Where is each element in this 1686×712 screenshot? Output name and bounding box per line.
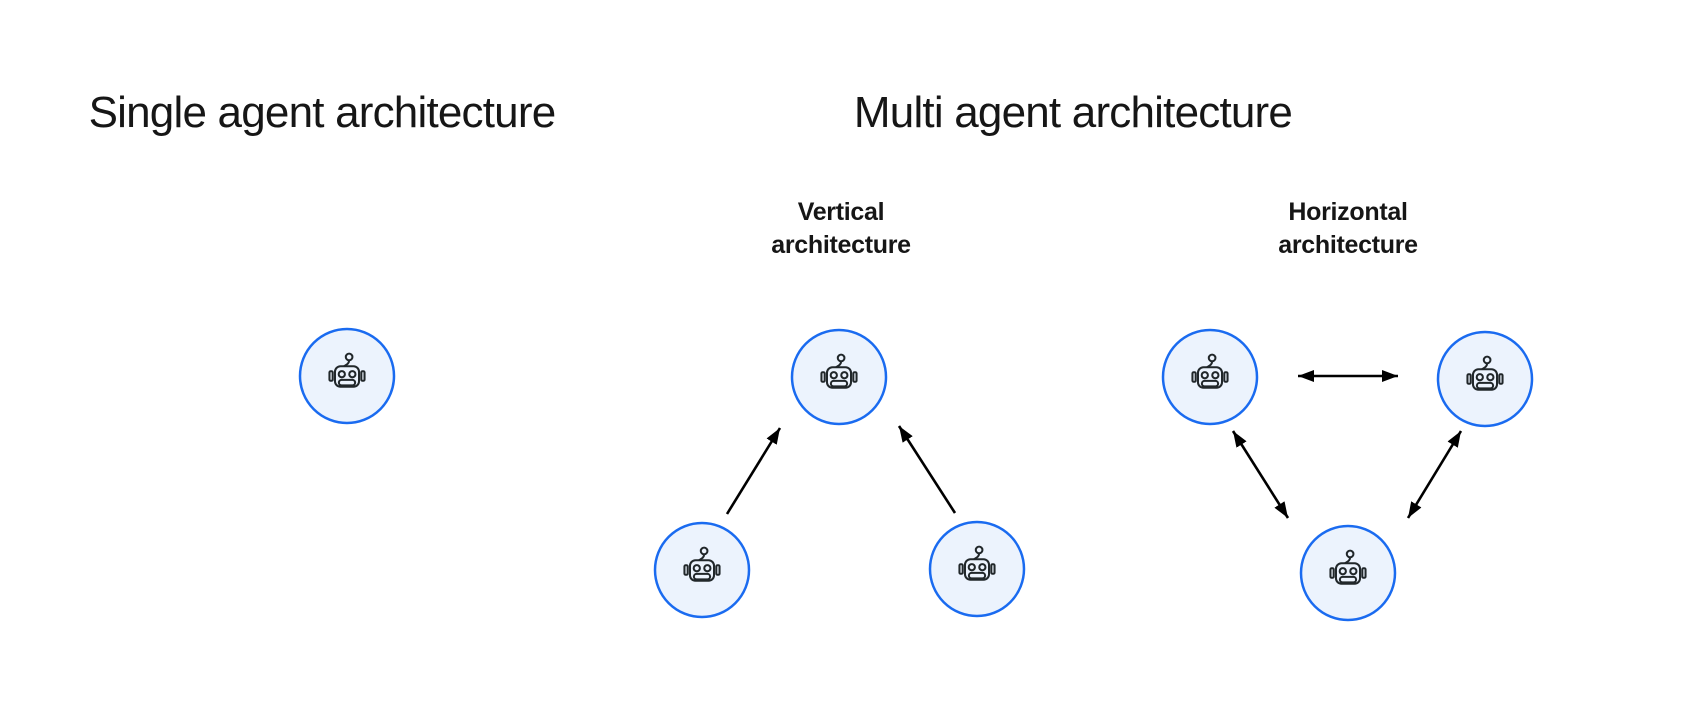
arrow-horizontal-left-bottom [1231, 430, 1290, 519]
vertical-label-line1: Vertical [797, 198, 885, 226]
agent-circle [1161, 328, 1259, 426]
agent-circle [928, 520, 1026, 618]
horizontal-label-line1: Horizontal [1288, 198, 1408, 226]
vertical-label-line2: architecture [771, 231, 911, 259]
agent-node-single [298, 327, 396, 425]
agent-node-vertical-bottom-left [653, 521, 751, 619]
arrow-vertical-left-to-top [725, 427, 782, 515]
agent-circle [1299, 524, 1397, 622]
agent-circle [298, 327, 396, 425]
agent-node-horizontal-bottom [1299, 524, 1397, 622]
horizontal-label-line2: architecture [1278, 231, 1418, 259]
horizontal-architecture-label: Horizontal architecture [1278, 196, 1418, 262]
vertical-architecture-label: Vertical architecture [771, 196, 911, 262]
multi-agent-title: Multi agent architecture [853, 88, 1293, 137]
agent-node-horizontal-right [1436, 330, 1534, 428]
agent-node-vertical-bottom-right [928, 520, 1026, 618]
agent-circle [790, 328, 888, 426]
single-agent-title: Single agent architecture [88, 88, 557, 137]
arrow-vertical-right-to-top [897, 425, 957, 514]
agent-circle [1436, 330, 1534, 428]
agent-circle [653, 521, 751, 619]
arrow-horizontal-right-bottom [1406, 430, 1463, 519]
agent-node-vertical-top [790, 328, 888, 426]
agent-node-horizontal-left [1161, 328, 1259, 426]
